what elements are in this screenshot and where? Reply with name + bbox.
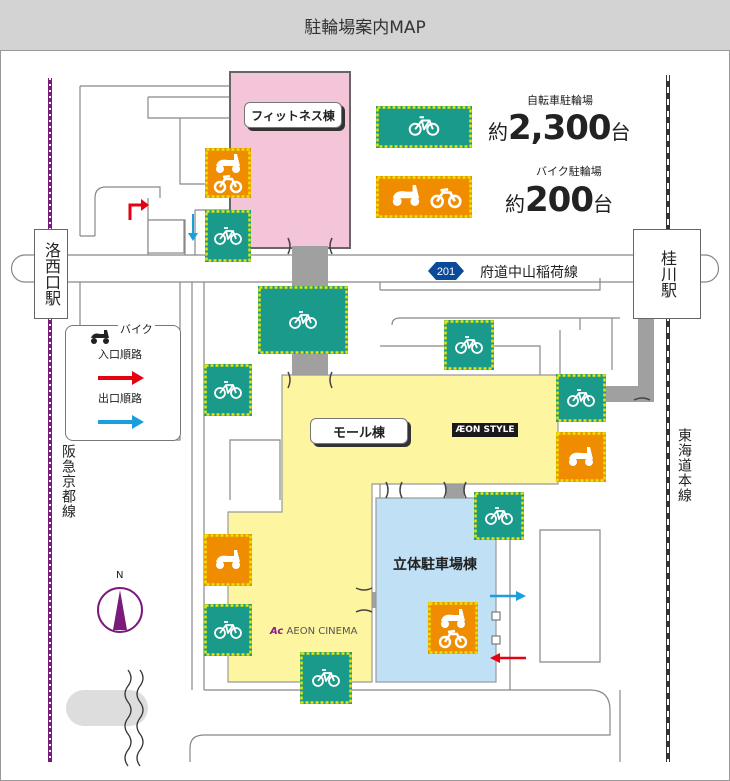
legend-graphics [91, 330, 144, 429]
bicycle-count-prefix: 約 [488, 120, 508, 144]
motorbike-count-prefix: 約 [505, 192, 525, 216]
route-201-shield: 201 [428, 262, 464, 280]
page-title: 駐輪場案内MAP [0, 0, 730, 51]
bicycle-parking-lot [474, 492, 524, 540]
map-break-marks [124, 669, 144, 767]
aeon-cinema-name: AEON CINEMA [286, 626, 358, 637]
map-route-arrows [128, 199, 526, 663]
aeon-cinema-logo: Ac AEON CINEMA [270, 626, 357, 637]
motorbike-count: 200 [525, 180, 594, 220]
aeon-style-logo: ÆON STYLE [452, 423, 518, 437]
mall-building-label: モール棟 [310, 418, 408, 444]
legend-bike-label: バイク [118, 321, 155, 337]
legend-exit-label: 出口順路 [98, 392, 142, 405]
compass-icon [97, 587, 143, 633]
rakusaiguchi-station: 洛西口駅 [34, 229, 68, 319]
exit-arrow-icon [132, 415, 144, 429]
fitness-building-label: フィットネス棟 [244, 102, 342, 128]
road-name: 府道中山稲荷線 [480, 265, 578, 281]
bicycle-parking-lot [204, 364, 252, 416]
motorbike-parking-lot [556, 432, 606, 482]
katsuragawa-station: 桂川駅 [633, 229, 701, 319]
bicycle-count: 2,300 [508, 108, 612, 148]
motorbike-count-block: 約200台 [505, 180, 613, 220]
motorbike-parking-lot [205, 148, 251, 198]
bicycle-parking-lot [300, 652, 352, 704]
road-network [10, 85, 720, 762]
bicycle-parking-lot [444, 320, 494, 370]
motorbike-count-unit: 台 [592, 192, 613, 216]
compass-north-label: N [116, 570, 124, 581]
bicycle-parking-lot [556, 374, 606, 422]
parking-lots [204, 148, 606, 704]
route-number: 201 [437, 266, 455, 278]
bicycle-count-block: 約2,300台 [488, 108, 631, 148]
bicycle-parking-lot [204, 604, 252, 656]
tokaido-line-label: 東海道本線 [676, 428, 692, 503]
motorbike-parking-label: バイク駐輪場 [536, 165, 602, 178]
legend-entry-label: 入口順路 [98, 348, 142, 361]
bicycle-parking-label: 自転車駐輪場 [527, 94, 593, 107]
parking-gate-marks [491, 611, 501, 645]
motorbike-icon [91, 330, 109, 344]
entry-arrow-icon [132, 371, 144, 385]
bicycle-parking-lot [258, 286, 348, 354]
summary-motorbike-swatch [376, 176, 472, 218]
motorbike-parking-lot [428, 602, 478, 654]
motorbike-parking-lot [204, 534, 252, 586]
hankyu-line-label: 阪急京都線 [60, 444, 76, 519]
summary-bicycle-swatch [376, 106, 472, 148]
bicycle-parking-lot [205, 210, 251, 262]
bicycle-count-unit: 台 [610, 120, 631, 144]
parking-building-label: 立体駐車場棟 [393, 557, 477, 573]
route-legend: バイク 入口順路 出口順路 [65, 321, 181, 441]
aeon-cinema-mark: Ac [270, 626, 284, 637]
